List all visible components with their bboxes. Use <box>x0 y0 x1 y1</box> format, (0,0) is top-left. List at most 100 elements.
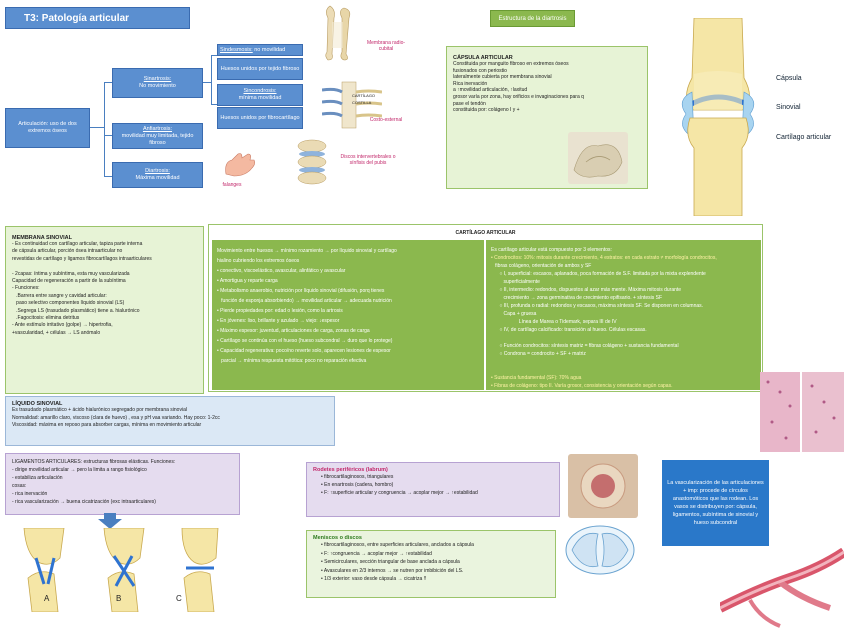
text-line: • Amortigua y reparte carga <box>217 278 278 284</box>
articulacion-box: Articulación: uso de dos extremos óseos <box>5 108 90 148</box>
text-line: ○ III, profunda o radial: redondos y esc… <box>491 303 704 309</box>
text-line: • Semicirculares, sección triangular de … <box>321 559 460 565</box>
estructura-title: Estructura de la diartrosis <box>490 10 575 27</box>
text-line: ○ I, superficial: escasos, aplanados, po… <box>491 271 706 277</box>
text-line: Es cartílago articular está compuesto po… <box>491 247 612 253</box>
text-line: • En enartrosis (cadera, hombro) <box>321 482 394 488</box>
text-line: Línea de Marea o Tidemark, separa III de… <box>491 319 617 325</box>
radius-ulna-illustration <box>325 5 351 61</box>
sinartrosis-box: Sinartrosis: No movimiento <box>112 68 203 98</box>
rodetes-box: Rodetes periféricos (labrum) • fibrocart… <box>306 462 560 517</box>
text-line: .Barrera entre sangre y cavidad articula… <box>12 292 107 299</box>
sincondrosis-sub: Huesos unidos por fibrocartílago <box>217 107 303 129</box>
connector <box>203 82 211 83</box>
text-line: función de esponja absorbiendo) → movili… <box>217 298 392 304</box>
connector <box>104 135 112 136</box>
text-line: ○ IV, de cartílago calcificado: transici… <box>491 327 647 333</box>
membrana-sinovial-box: MEMBRANA SINOVIAL - Es continuidad con c… <box>5 226 204 394</box>
text-line: parcial → mínima respuesta mitótica: poc… <box>217 358 367 364</box>
connector <box>211 55 212 105</box>
text-line: Constituida por manguito fibroso en extr… <box>453 61 569 67</box>
text-line: paso selectivo componentes líquido sinov… <box>12 300 125 307</box>
text-line: revestidas de cartílago y ligamos fibroc… <box>12 255 152 262</box>
fig-label-a: A <box>44 594 50 603</box>
text-line: .Segrega LS (trasudado plasmático) tiene… <box>12 307 140 314</box>
membrana-label: Membrana radio-cubital <box>366 40 406 52</box>
text-line: - rica vascularización → buena cicatriza… <box>12 499 156 505</box>
connector <box>104 82 105 177</box>
anfiartrosis-box: Anfiartrosis: movilidad muy limitada, te… <box>112 123 203 149</box>
discos-label: Discos intervertebrales o sínfisis del p… <box>340 154 396 166</box>
text-line: Viscosidad: máxima en reposo para absorb… <box>12 422 202 428</box>
sinartrosis-name: Sinartrosis: <box>143 76 172 82</box>
text-line: - estabiliza articulación <box>12 475 63 481</box>
liquido-lines: Es trasudado plasmático + ácido hialurón… <box>12 407 328 430</box>
labrum-photo <box>568 454 638 518</box>
text-line: .Fagocitosis: elimina detritus <box>12 315 80 322</box>
text-line: • Máximo espesor: juventud, articulacion… <box>217 328 370 334</box>
meniscos-lines: • fibrocartilaginosos, entre superficies… <box>313 541 549 584</box>
text-line: ○ Condrona = condrocito + SF + matriz <box>491 351 586 357</box>
costilla-tag: COSTILLA <box>352 100 372 105</box>
text-line: • conectivo, viscoelástico, avascular, a… <box>217 268 346 274</box>
text-line: - rica inervación <box>12 491 48 497</box>
text-line: • Metabolismo anaerobio, nutrición por l… <box>217 288 385 294</box>
sindesmosis-desc: no movilidad <box>254 46 286 53</box>
sincondrosis-header: Sincondrosis: mínima movilidad <box>217 84 303 106</box>
text-line: ○ Función condrocitos: síntesis matriz =… <box>491 343 679 349</box>
knee-capsula-label: Cápsula <box>776 75 802 82</box>
connector <box>90 127 104 128</box>
text-line: • Cartílago se continúa con el hueso (hu… <box>217 338 393 344</box>
text-line: • fibrocartilaginosos, triangulares <box>321 474 394 480</box>
text-line: crecimiento → zona germinativa de crecim… <box>491 295 663 301</box>
text-line: grosor varía por zona, hay orificios e i… <box>453 93 584 100</box>
connector <box>104 176 112 177</box>
text-line <box>491 366 756 374</box>
text-line: cosas: <box>12 483 27 489</box>
knee-cartilago-label: Cartílago articular <box>776 134 832 141</box>
histology-images <box>760 372 844 452</box>
fig-label-c: C <box>176 594 182 603</box>
text-line: - Es continuidad con cartílago articular… <box>12 241 143 247</box>
cartilago-box: CARTÍLAGO ARTICULAR Movimiento entre hue… <box>208 224 763 392</box>
bone-photo <box>568 132 628 184</box>
text-line: Capacidad de regeneración a partir de la… <box>12 278 126 285</box>
sinartrosis-desc: No movimiento <box>139 83 176 89</box>
ligamentos-lines: LIGAMENTOS ARTICULARES: estructuras fibr… <box>12 458 233 506</box>
sincondrosis-desc: mínima movilidad <box>238 95 282 101</box>
fig-label-b: B <box>116 594 122 603</box>
ligamentos-box: LIGAMENTOS ARTICULARES: estructuras fibr… <box>5 453 240 515</box>
sindesmosis-header: Sindesmosis: no movilidad <box>217 44 303 56</box>
costo-esternal-illustration <box>322 81 382 129</box>
text-line: fusionados con periostio <box>453 67 507 74</box>
diartrosis-box: Diartrosis: Máxima movilidad <box>112 162 203 188</box>
text-line: LIGAMENTOS ARTICULARES: estructuras fibr… <box>12 459 176 465</box>
sincondrosis-name: Sincondrosis: <box>243 88 277 94</box>
anfiartrosis-name: Anfiartrosis: <box>142 125 173 132</box>
page-title: T3: Patología articular <box>5 7 190 29</box>
liquido-title: LÍQUIDO SINOVIAL <box>12 401 63 407</box>
text-line: hialino cubriendo los extremos óseos <box>217 258 300 264</box>
text-line: fibras colágeno, orientación de ambos y … <box>491 263 592 269</box>
rodetes-lines: • fibrocartilaginosos, triangulares • En … <box>313 473 553 497</box>
vascularizacion-box: La vascularización de las articulaciones… <box>662 460 769 546</box>
text-line: • Sustancia fundamental (SF): 70% agua <box>491 375 582 381</box>
text-line: superficialmente <box>491 279 540 285</box>
falanges-label: falanges <box>222 182 242 188</box>
costo-label: Costo-esternal <box>369 117 403 123</box>
text-line: - 2capas: íntima y subíntima, esta muy v… <box>12 270 130 277</box>
text-line <box>491 358 756 366</box>
text-line: • F: ↑congruencia → acoplar mejor → ↑est… <box>321 550 432 557</box>
text-line: • Pierde propiedades por: edad o lesión,… <box>217 308 343 314</box>
text-line: Rica inervación <box>453 80 488 87</box>
connector <box>211 104 217 105</box>
knee-illustration <box>664 18 772 216</box>
text-line: - Funciones: <box>12 285 40 292</box>
cartilago-right-lines: Es cartílago articular está compuesto po… <box>491 246 756 390</box>
text-line: - dirige movilidad articular → pero la l… <box>12 467 147 473</box>
text-line: Movimiento entre huesos → mínimo rozamie… <box>217 248 397 254</box>
text-line: pase el tendón <box>453 100 486 107</box>
text-line: constituida por: colágeno I y + <box>453 107 520 114</box>
anfiartrosis-desc: movilidad muy limitada, tejido fibroso <box>121 132 194 146</box>
text-line: • fibrocartilaginosos, entre superficies… <box>321 542 474 548</box>
